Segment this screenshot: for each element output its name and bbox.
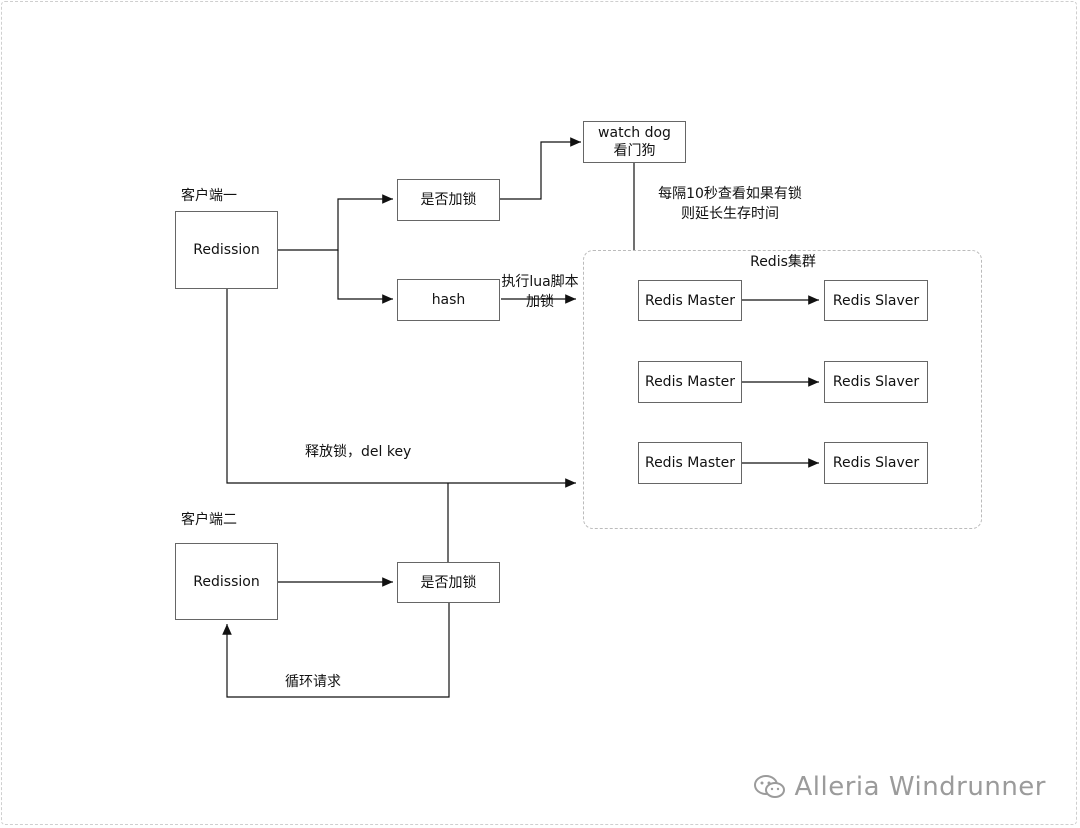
- redis-cluster-title: Redis集群: [750, 254, 816, 270]
- lua-label-line1: 执行lua脚本: [501, 274, 579, 290]
- watchdog-label-cn: 看门狗: [613, 143, 656, 159]
- edge-lockcheck-watchdog: [500, 137, 581, 200]
- redis-master-1: Redis Master: [638, 280, 742, 321]
- client2-title: 客户端二: [181, 512, 237, 528]
- client1-redission: Redission: [175, 211, 278, 289]
- lock-check-2: 是否加锁: [397, 562, 500, 603]
- watchdog-node: watch dog 看门狗: [583, 121, 686, 163]
- release-label: 释放锁，del key: [305, 444, 412, 460]
- watchdog-note-line1: 每隔10秒查看如果有锁: [658, 186, 802, 202]
- redis-cluster: [583, 250, 982, 529]
- edge-loop-request: [222, 602, 450, 698]
- redis-master-2: Redis Master: [638, 361, 742, 403]
- redis-slave-1: Redis Slaver: [824, 280, 928, 321]
- client2-redission: Redission: [175, 543, 278, 620]
- redis-master-3: Redis Master: [638, 442, 742, 484]
- watchdog-label-en: watch dog: [598, 125, 671, 141]
- wechat-icon: [753, 775, 785, 798]
- edge-client1-lockcheck: [278, 194, 393, 251]
- redis-slave-2: Redis Slaver: [824, 361, 928, 403]
- lua-label-line2: 加锁: [526, 294, 554, 310]
- client1-title: 客户端一: [181, 188, 237, 204]
- redis-slave-3: Redis Slaver: [824, 442, 928, 484]
- hash-node: hash: [397, 279, 500, 321]
- edge-client1-hash: [337, 250, 393, 304]
- lock-check-1: 是否加锁: [397, 179, 500, 221]
- watermark-text: Alleria Windrunner: [794, 772, 1046, 802]
- watchdog-note-line2: 则延长生存时间: [681, 206, 779, 222]
- loop-label: 循环请求: [285, 674, 341, 690]
- watermark: Alleria Windrunner: [753, 772, 1047, 802]
- edge-release-cluster: [226, 289, 576, 488]
